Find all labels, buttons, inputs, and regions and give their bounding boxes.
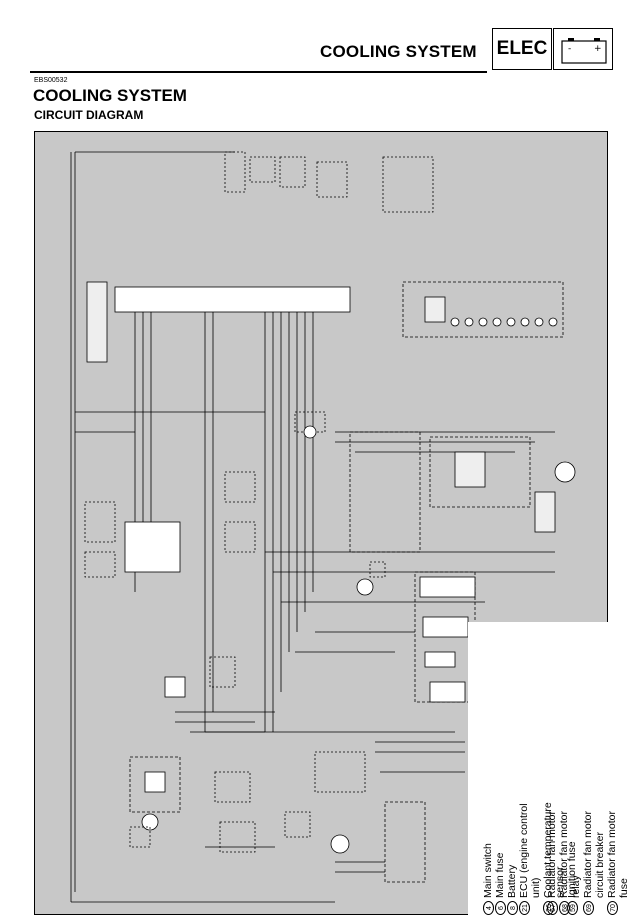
legend-item: 4 Main switch bbox=[482, 622, 494, 915]
svg-text:+: + bbox=[594, 44, 602, 54]
legend-label: Battery bbox=[506, 864, 518, 898]
battery-icon: - + bbox=[553, 28, 613, 70]
legend-label: fuse bbox=[618, 878, 630, 898]
legend-item: circuit breaker bbox=[594, 622, 606, 915]
legend-item: 67 Radiator fan motor bbox=[546, 622, 558, 915]
legend-label: Radiator fan motor bbox=[546, 811, 558, 898]
legend-label: ECU (engine control bbox=[518, 803, 530, 898]
page-title: COOLING SYSTEM bbox=[33, 86, 187, 105]
legend-item: relay bbox=[570, 622, 582, 915]
legend-number: 69 bbox=[582, 901, 594, 915]
wiring-graphic bbox=[70, 151, 576, 903]
legend-number: 6 bbox=[494, 901, 506, 915]
svg-text:-: - bbox=[568, 44, 571, 54]
legend-number: 21 bbox=[518, 901, 530, 915]
legend-item: unit) bbox=[530, 622, 542, 915]
legend-label: Radiator fan motor bbox=[558, 811, 570, 898]
header-rule bbox=[30, 71, 487, 73]
legend-item: 6 Main fuse bbox=[494, 622, 506, 915]
legend-number: 70 bbox=[606, 901, 618, 915]
legend-number: 4 bbox=[482, 901, 494, 915]
legend-label: Main switch bbox=[482, 843, 494, 898]
legend-number: 67 bbox=[546, 901, 558, 915]
legend-item: fuse bbox=[618, 622, 630, 915]
page-subtitle: CIRCUIT DIAGRAM bbox=[34, 108, 144, 122]
section-title: COOLING SYSTEM bbox=[320, 42, 477, 61]
legend-label: unit) bbox=[530, 877, 542, 898]
legend-item: 21 ECU (engine control bbox=[518, 622, 530, 915]
legend-label: circuit breaker bbox=[594, 832, 606, 898]
legend-item: 69 Radiator fan motor bbox=[582, 622, 594, 915]
legend-label: Main fuse bbox=[494, 852, 506, 898]
legend-label: Radiator fan motor bbox=[606, 811, 618, 898]
legend-item: 68 Radiator fan motor bbox=[558, 622, 570, 915]
legend-item: 70 Radiator fan motor bbox=[606, 622, 618, 915]
elec-tab: ELEC bbox=[492, 28, 552, 70]
legend-item: 8 Battery bbox=[506, 622, 518, 915]
legend-number: 8 bbox=[506, 901, 518, 915]
legend-label: relay bbox=[570, 875, 582, 898]
legend-label: Radiator fan motor bbox=[582, 811, 594, 898]
document-code: EBS00532 bbox=[34, 77, 68, 84]
legend-number: 68 bbox=[558, 901, 570, 915]
